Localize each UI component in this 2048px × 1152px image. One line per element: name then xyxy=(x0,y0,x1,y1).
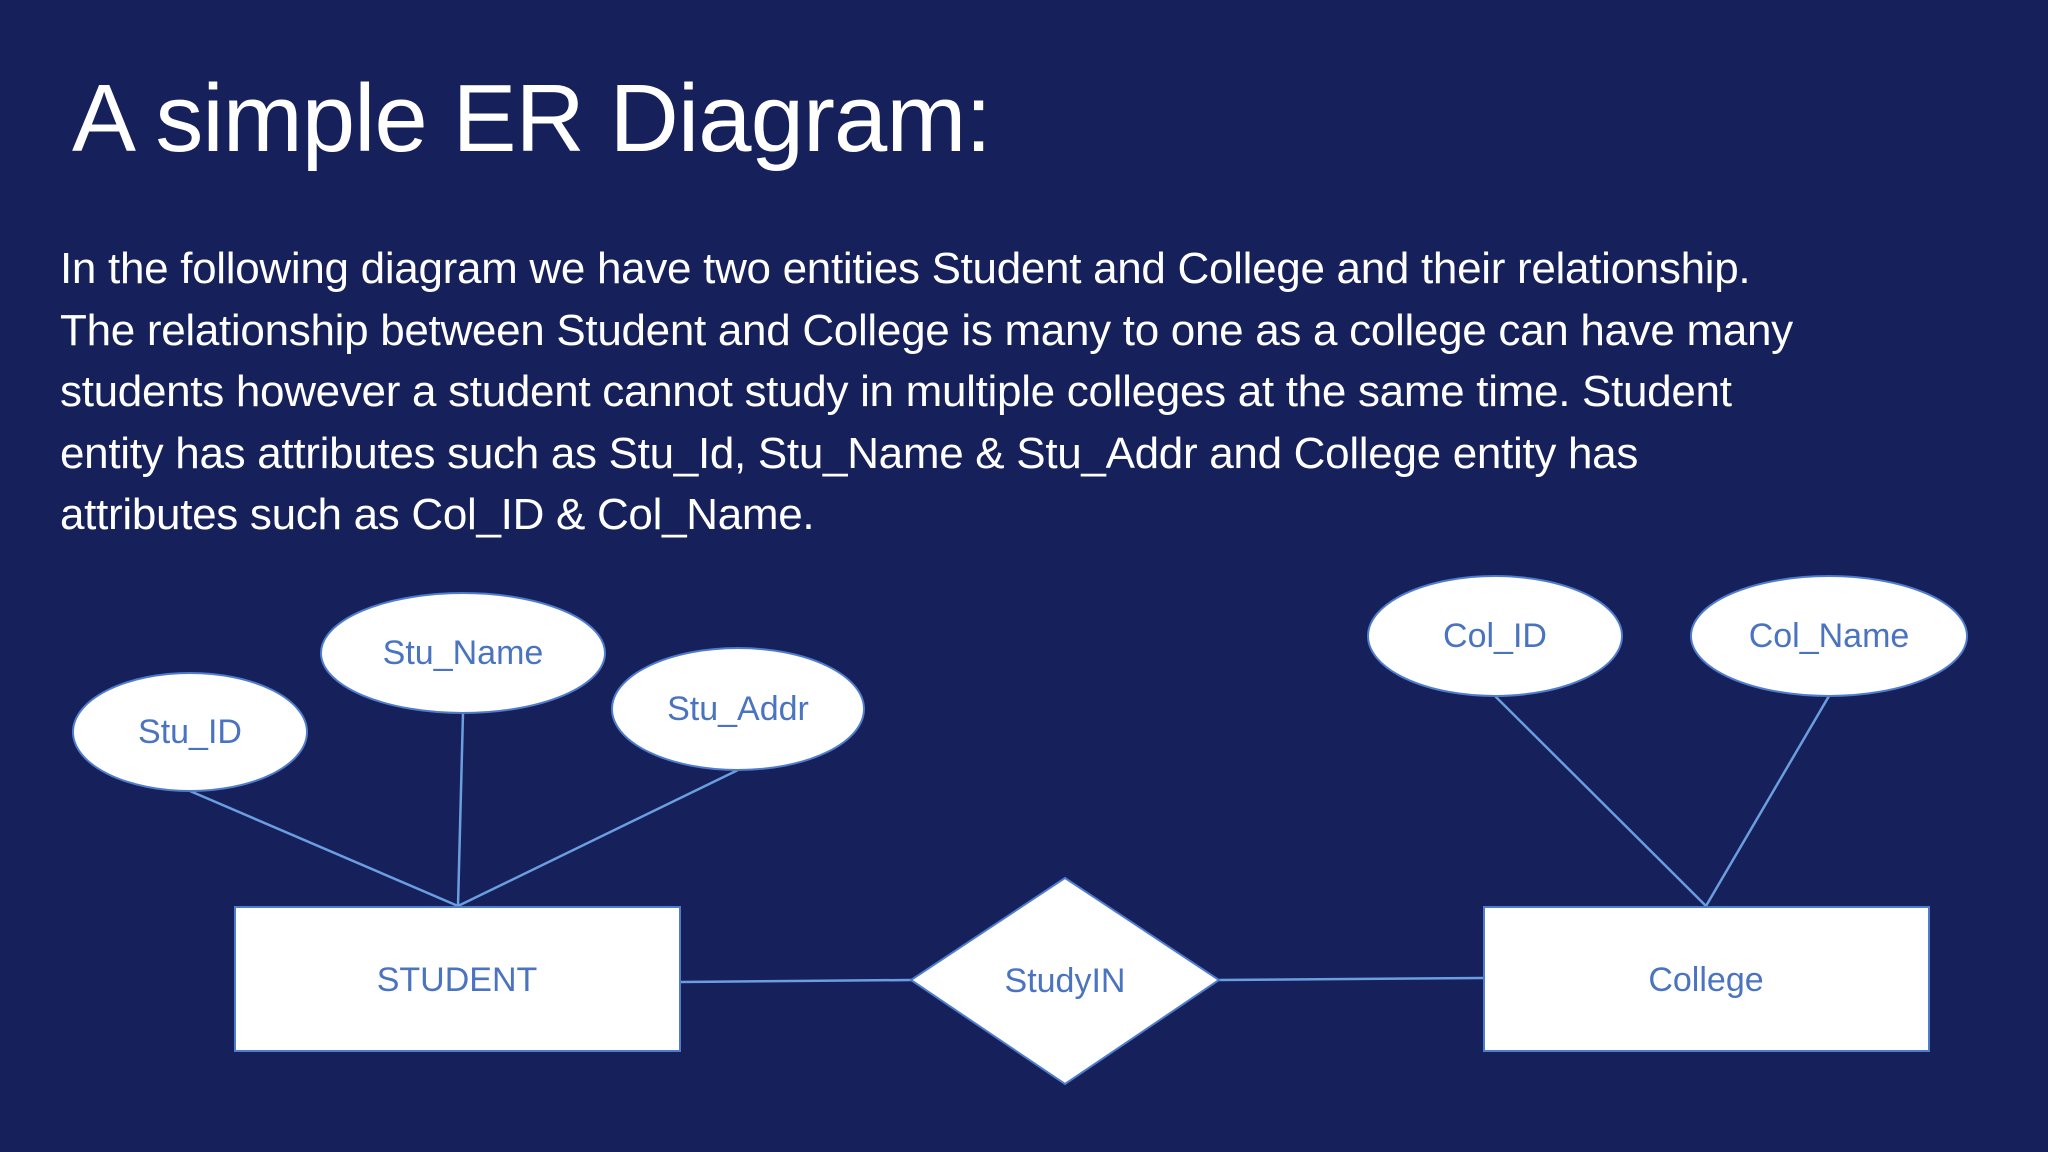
attribute-stu-addr: Stu_Addr xyxy=(611,647,865,771)
attribute-label: Stu_Addr xyxy=(667,690,809,728)
paragraph-line: entity has attributes such as Stu_Id, St… xyxy=(60,428,1639,478)
connector-stu-id xyxy=(189,789,459,908)
paragraph-line: students however a student cannot study … xyxy=(60,367,1732,416)
paragraph-line: attributes such as Col_ID & Col_Name. xyxy=(60,490,815,539)
entity-label: STUDENT xyxy=(377,961,538,999)
paragraph-line: In the following diagram we have two ent… xyxy=(60,244,1751,293)
slide-title: A simple ER Diagram: xyxy=(72,65,992,172)
paragraph-line: The relationship between Student and Col… xyxy=(60,305,1793,355)
connector-stu-name xyxy=(456,712,465,907)
connector-studyin-college xyxy=(1218,976,1485,982)
attribute-label: Col_ID xyxy=(1443,617,1547,655)
entity-college: College xyxy=(1483,906,1930,1052)
relationship-studyin: StudyIN xyxy=(909,876,1221,1086)
attribute-stu-id: Stu_ID xyxy=(72,672,308,792)
description-paragraph: In the following diagram we have two ent… xyxy=(60,238,2000,546)
connector-stu-addr xyxy=(457,768,739,908)
relationship-label: StudyIN xyxy=(1005,962,1126,1000)
attribute-label: Col_Name xyxy=(1749,617,1910,655)
connector-student-studyin xyxy=(680,978,912,984)
attribute-col-id: Col_ID xyxy=(1367,575,1623,697)
entity-student: STUDENT xyxy=(234,906,681,1052)
attribute-stu-name: Stu_Name xyxy=(320,592,606,714)
attribute-label: Stu_ID xyxy=(138,713,242,751)
attribute-label: Stu_Name xyxy=(383,634,544,672)
connector-col-id xyxy=(1494,695,1707,907)
entity-label: College xyxy=(1648,961,1763,999)
attribute-col-name: Col_Name xyxy=(1690,575,1968,697)
connector-col-name xyxy=(1704,695,1831,907)
